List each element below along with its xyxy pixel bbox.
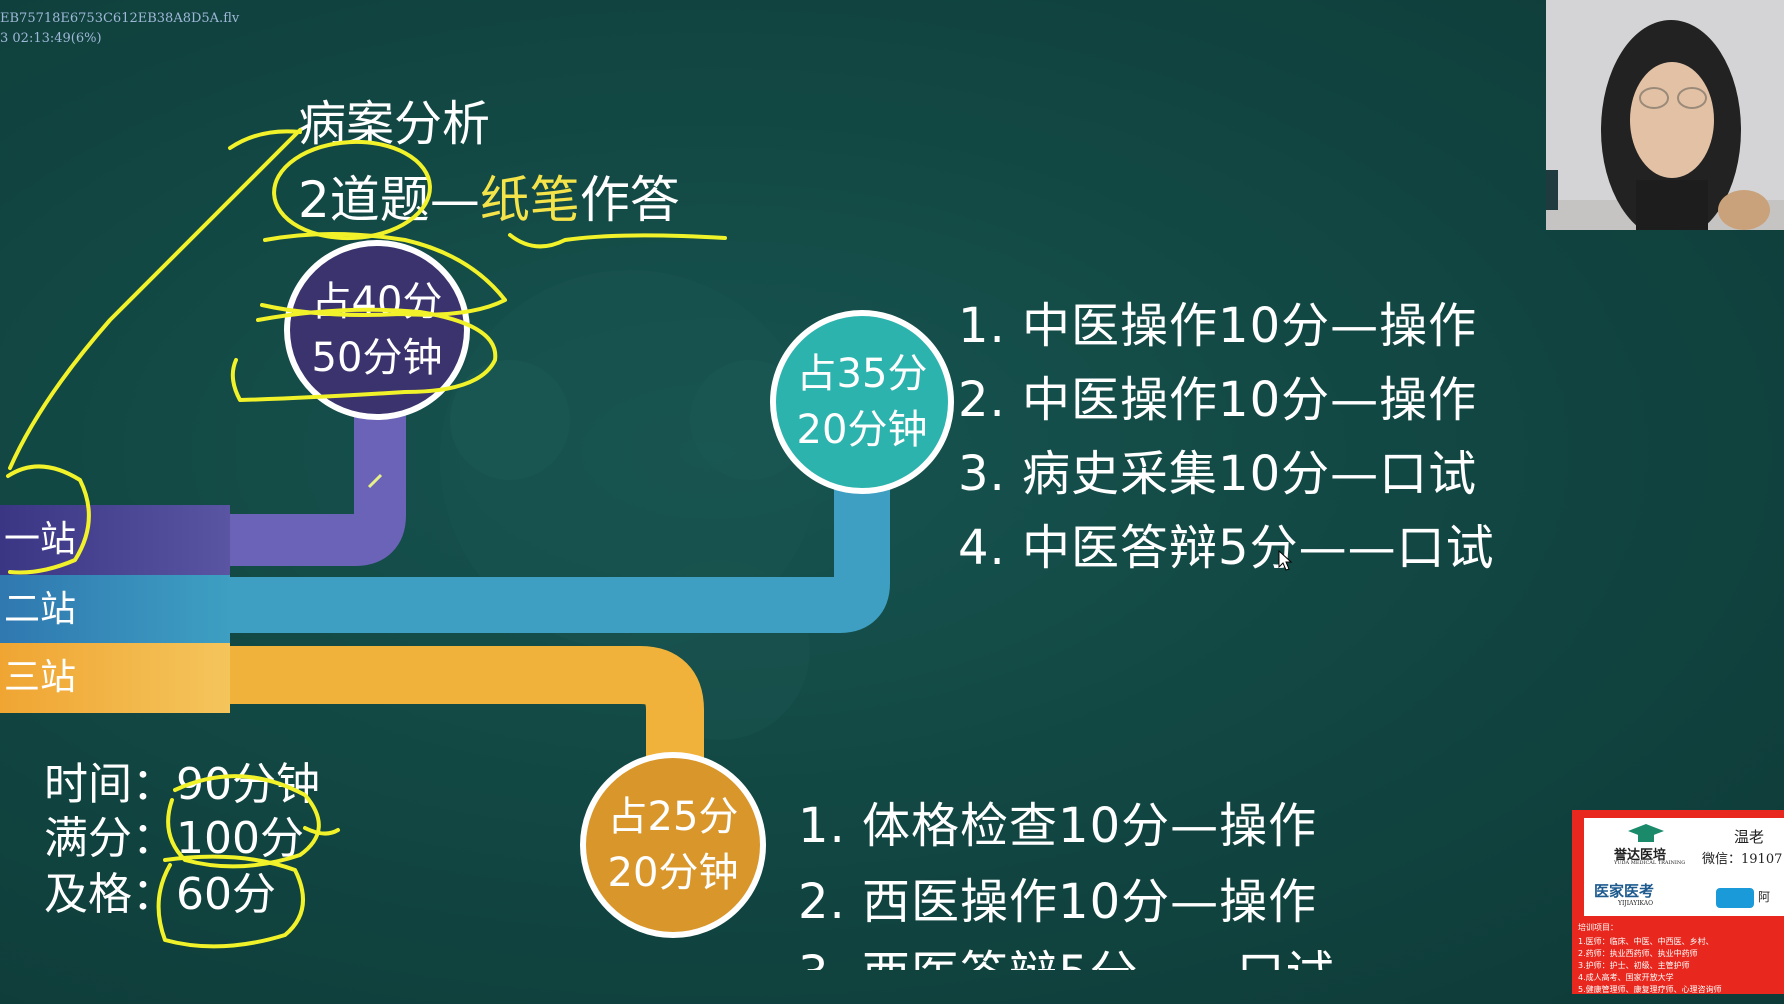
station3-duration: 20分钟 <box>607 850 739 896</box>
station3-score: 占25分 <box>607 794 739 840</box>
station-label-3: 三站 <box>4 657 77 698</box>
annotation-circle-duration <box>230 307 498 402</box>
station1-circle: 占40分 50分钟 <box>284 240 470 420</box>
promo-teacher: 温老 <box>1734 828 1765 846</box>
graduation-cap-icon <box>1628 824 1664 842</box>
promo-line: 5.健康管理师、康复理疗师、心理咨询师 <box>1578 985 1722 994</box>
subtitle-dash: — <box>429 171 480 229</box>
pen-annotations <box>6 128 727 949</box>
annotation-circle-station <box>6 464 91 575</box>
station3-item: 1. 体格检查10分—操作 <box>798 798 1318 854</box>
stat-pass-score-label: 及格： <box>44 869 176 920</box>
promo-line: 1.医师：临床、中医、中西医、乡村、 <box>1578 937 1714 946</box>
mouse-cursor-icon <box>1278 550 1293 571</box>
promo-logo2: 医家医考 <box>1594 882 1655 900</box>
annotation-circle-score <box>260 232 507 317</box>
station3-item-clip: 3. 西医答辩5分——口试 <box>0 934 1340 970</box>
promo-banner: 誉达医培 YUDA MEDICAL TRAINING 温老 微信：19107 医… <box>1572 810 1784 994</box>
stat-time-value: 90分钟 <box>176 759 320 810</box>
annotation-arrow-head <box>228 129 302 150</box>
station1-score: 占40分 <box>311 279 443 325</box>
station3-item: 2. 西医操作10分—操作 <box>798 874 1318 930</box>
chat-app-icon <box>1716 888 1754 908</box>
presenter-webcam-image <box>1546 0 1784 230</box>
station2-item: 2. 中医操作10分—操作 <box>958 372 1478 428</box>
station3-circle: 占25分 20分钟 <box>580 752 766 938</box>
station2-item: 4. 中医答辩5分——口试 <box>958 520 1495 576</box>
promo-logo3: 阿 <box>1758 890 1771 904</box>
stat-full-score: 满分：100分 <box>44 802 304 866</box>
stat-full-score-label: 满分： <box>44 813 176 864</box>
station-bar-2: 二站 <box>0 575 230 645</box>
promo-wechat: 微信：19107 <box>1702 852 1783 867</box>
annotation-underline <box>508 233 727 249</box>
stat-pass-score: 及格：60分 <box>44 858 276 922</box>
subtitle-part2: 作答 <box>579 171 680 229</box>
subtitle-highlight: 纸笔 <box>479 171 580 229</box>
station2-duration: 20分钟 <box>796 407 928 453</box>
webcam-overlay <box>1546 0 1784 230</box>
annotation-circle-pass-score <box>156 854 305 949</box>
stat-time-label: 时间： <box>44 759 176 810</box>
annotation-circle-questions <box>272 139 432 241</box>
station2-circle: 占35分 20分钟 <box>770 310 954 494</box>
station3-item: 3. 西医答辩5分——口试 <box>798 934 1335 970</box>
station1-duration: 50分钟 <box>311 335 443 381</box>
promo-section-title: 培训项目： <box>1578 923 1618 932</box>
station-bar-1: 一站 <box>0 505 230 575</box>
video-file-id: EB75718E6753C612EB38A8D5A.flv <box>0 11 240 26</box>
station-connectors <box>230 410 890 780</box>
promo-card: 誉达医培 YUDA MEDICAL TRAINING 温老 微信：19107 医… <box>1584 818 1784 916</box>
promo-brand: 誉达医培 <box>1614 848 1667 863</box>
promo-line: 3.护师：护士、初级、主管护师 <box>1578 961 1690 970</box>
annotation-tick <box>303 826 340 836</box>
station-label-2: 二站 <box>4 589 77 630</box>
station-label-1: 一站 <box>4 519 77 560</box>
video-timestamp: 3 02:13:49(6%) <box>0 31 102 46</box>
section-subtitle: 2道题—纸笔作答 <box>298 160 680 232</box>
station2-item: 1. 中医操作10分—操作 <box>958 298 1478 354</box>
station2-score: 占35分 <box>796 351 928 397</box>
promo-brand-en: YUDA MEDICAL TRAINING <box>1614 860 1686 866</box>
pen-cursor-icon <box>367 473 383 489</box>
stat-pass-score-value: 60分 <box>176 869 276 920</box>
station-bar-3: 三站 <box>0 643 230 713</box>
annotation-circle-full-score <box>166 774 321 869</box>
annotation-arrow-line <box>8 128 302 470</box>
promo-line: 2.药师：执业西药师、执业中药师 <box>1578 949 1698 958</box>
promo-logo2-en: YIJIAYIKAO <box>1618 900 1654 907</box>
stat-time: 时间：90分钟 <box>44 748 320 812</box>
promo-line: 4.成人高考、国家开放大学 <box>1578 973 1674 982</box>
station2-item: 3. 病史采集10分—口试 <box>958 446 1478 502</box>
